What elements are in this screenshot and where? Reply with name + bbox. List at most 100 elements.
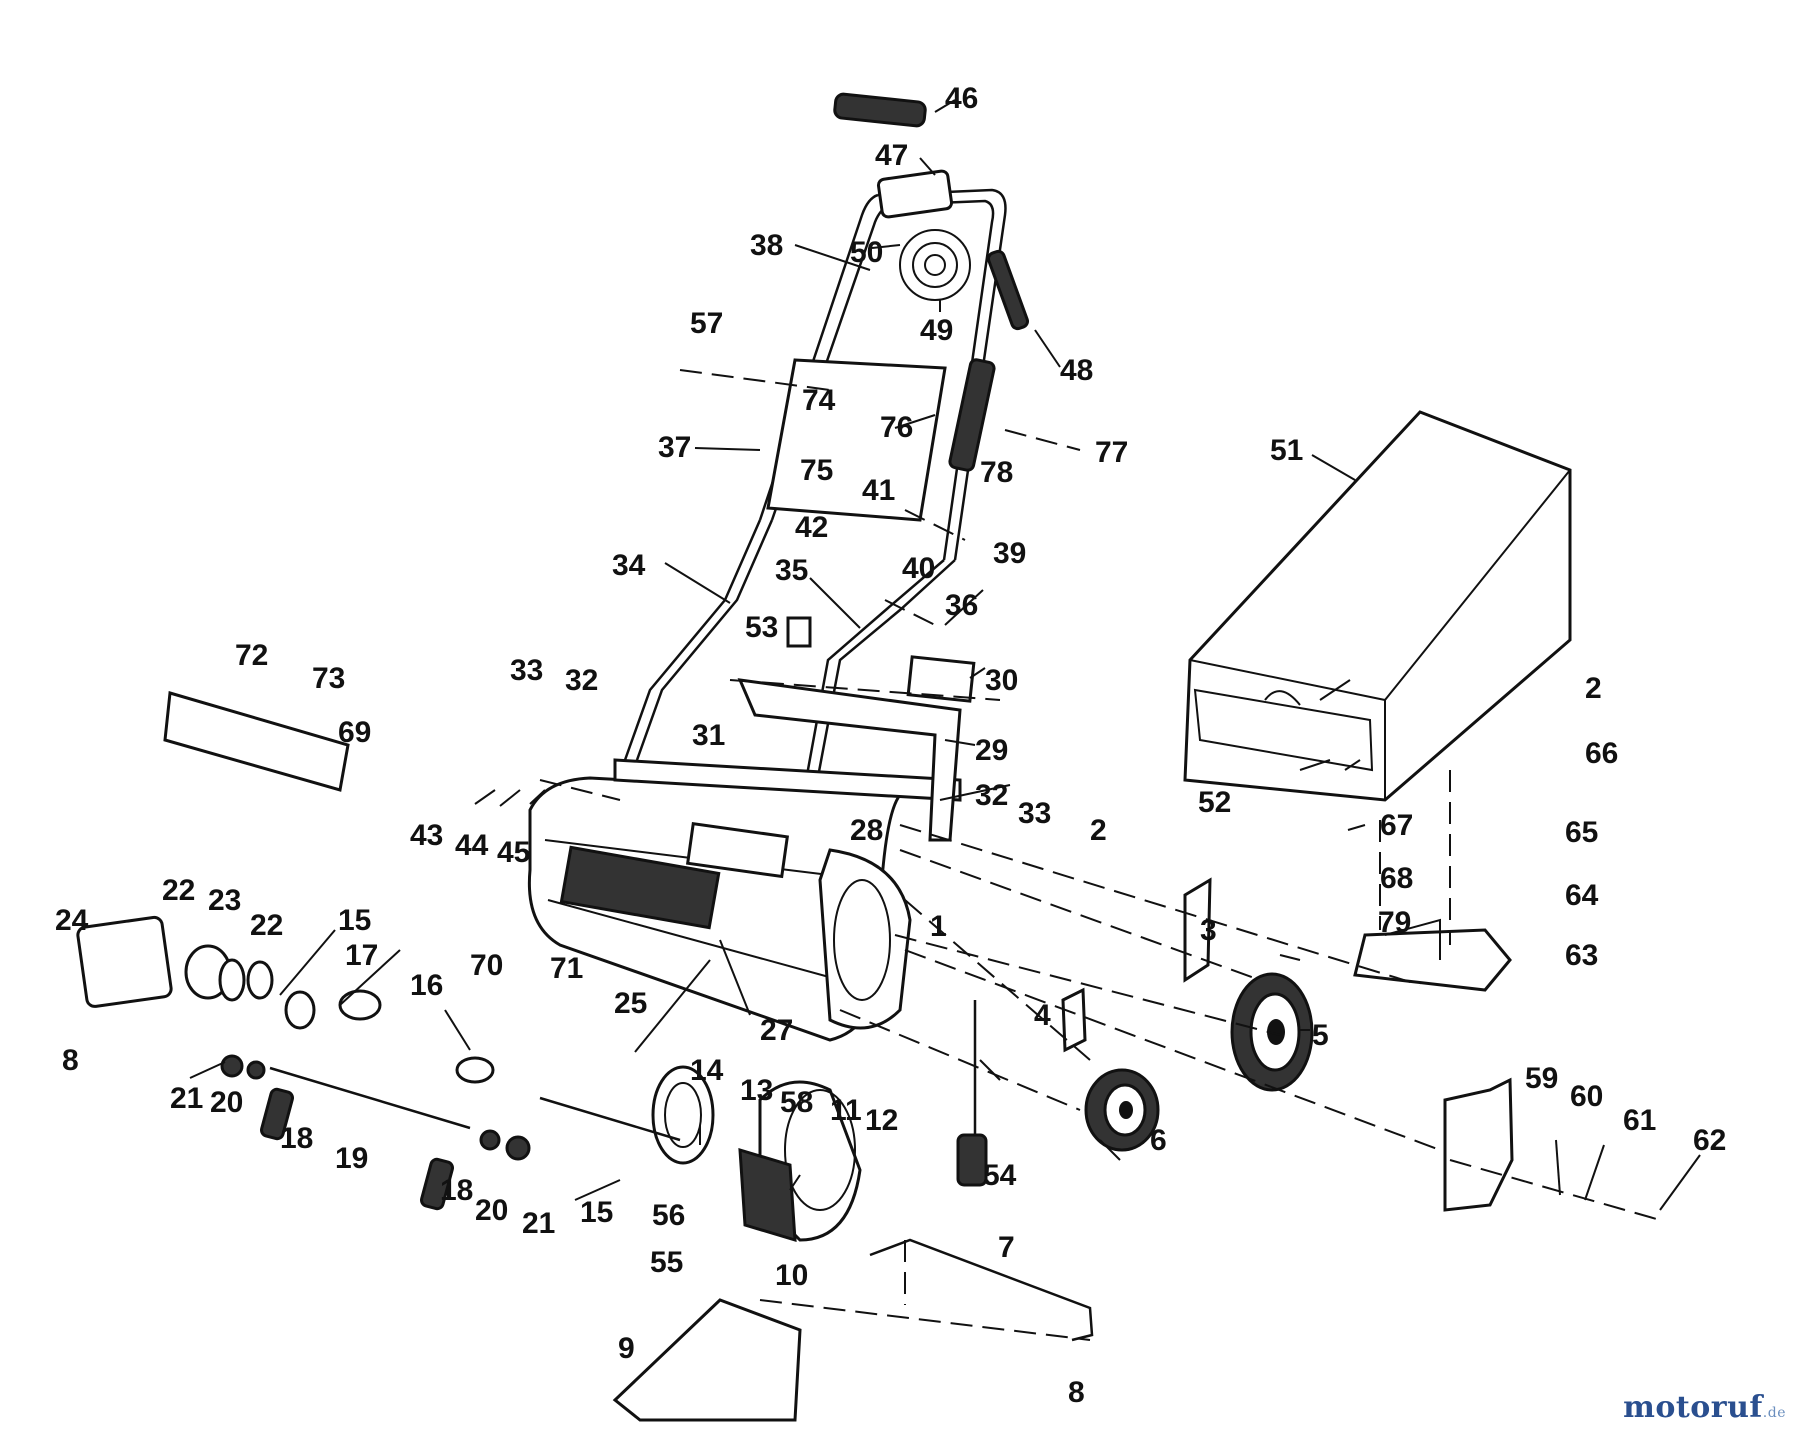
label-32a: 32	[565, 664, 598, 697]
label-3: 3	[1200, 914, 1217, 947]
label-36: 36	[945, 589, 978, 622]
label-25: 25	[614, 987, 647, 1020]
label-13: 13	[740, 1074, 773, 1107]
label-75: 75	[800, 454, 833, 487]
label-54: 54	[983, 1159, 1017, 1192]
label-58: 58	[780, 1086, 813, 1119]
label-2a: 2	[1585, 672, 1602, 705]
label-76: 76	[880, 411, 913, 444]
handle-assembly	[623, 92, 1030, 831]
label-79: 79	[1378, 906, 1411, 939]
label-29: 29	[975, 734, 1008, 767]
label-40: 40	[902, 552, 935, 585]
label-73: 73	[312, 662, 345, 695]
watermark: motoruf.de	[1623, 1390, 1786, 1425]
label-34: 34	[612, 549, 646, 582]
label-62: 62	[1693, 1124, 1726, 1157]
label-10: 10	[775, 1259, 808, 1292]
label-38: 38	[750, 229, 783, 262]
label-27: 27	[760, 1014, 793, 1047]
label-7: 7	[998, 1231, 1015, 1264]
label-1: 1	[930, 910, 947, 943]
label-50: 50	[850, 236, 883, 269]
label-65: 65	[1565, 816, 1598, 849]
part-number-labels: 1 2 2 3 4 5 6 7 8 8 9 10 11 12 13 14 15 …	[55, 82, 1726, 1409]
label-8a: 8	[62, 1044, 79, 1077]
label-30: 30	[985, 664, 1018, 697]
label-61: 61	[1623, 1104, 1656, 1137]
label-32b: 32	[975, 779, 1008, 812]
label-2b: 2	[1090, 814, 1107, 847]
label-66: 66	[1585, 737, 1618, 770]
label-31: 31	[692, 719, 725, 752]
label-43: 43	[410, 819, 443, 852]
label-74: 74	[802, 384, 836, 417]
assembly-lines	[539, 369, 1661, 1341]
label-47: 47	[875, 139, 908, 172]
label-60: 60	[1570, 1080, 1603, 1113]
label-18a: 18	[280, 1122, 313, 1155]
label-49: 49	[920, 314, 953, 347]
label-24: 24	[55, 904, 89, 937]
label-15b: 15	[580, 1196, 613, 1229]
label-9: 9	[618, 1332, 635, 1365]
label-57: 57	[690, 307, 723, 340]
label-14: 14	[690, 1054, 724, 1087]
label-64: 64	[1565, 879, 1599, 912]
label-33b: 33	[1018, 797, 1051, 830]
label-48: 48	[1060, 354, 1093, 387]
drive-components	[76, 915, 862, 1243]
label-17: 17	[345, 939, 378, 972]
label-23: 23	[208, 884, 241, 917]
label-15a: 15	[338, 904, 371, 937]
deck-housing	[527, 678, 962, 1042]
label-21b: 21	[522, 1207, 555, 1240]
watermark-tld: .de	[1762, 1405, 1786, 1421]
label-67: 67	[1380, 809, 1413, 842]
label-37: 37	[658, 431, 691, 464]
label-19: 19	[335, 1142, 368, 1175]
label-55: 55	[650, 1246, 683, 1279]
label-53: 53	[745, 611, 778, 644]
label-45: 45	[497, 836, 530, 869]
label-78: 78	[980, 456, 1013, 489]
label-51: 51	[1270, 434, 1303, 467]
label-39: 39	[993, 537, 1026, 570]
label-70: 70	[470, 949, 503, 982]
label-11: 11	[830, 1094, 862, 1127]
label-72: 72	[235, 639, 268, 672]
leader-lines	[189, 99, 1701, 1211]
label-35: 35	[775, 554, 808, 587]
label-42: 42	[795, 511, 828, 544]
label-20a: 20	[210, 1086, 243, 1119]
label-21a: 21	[170, 1082, 203, 1115]
label-52: 52	[1198, 786, 1231, 819]
label-71: 71	[550, 952, 583, 985]
label-77: 77	[1095, 436, 1128, 469]
label-68: 68	[1380, 862, 1413, 895]
label-33a: 33	[510, 654, 543, 687]
label-16: 16	[410, 969, 443, 1002]
label-63: 63	[1565, 939, 1598, 972]
label-4: 4	[1034, 999, 1051, 1032]
label-6: 6	[1150, 1124, 1167, 1157]
label-22a: 22	[162, 874, 195, 907]
label-44: 44	[455, 829, 489, 862]
label-56: 56	[652, 1199, 685, 1232]
label-8b: 8	[1068, 1376, 1085, 1409]
label-5: 5	[1312, 1019, 1329, 1052]
wheels	[1084, 972, 1314, 1152]
label-46: 46	[945, 82, 978, 115]
label-69: 69	[338, 716, 371, 749]
label-12: 12	[865, 1104, 898, 1137]
label-18b: 18	[440, 1174, 473, 1207]
watermark-main: motoruf	[1623, 1390, 1763, 1425]
label-28: 28	[850, 814, 883, 847]
lever-and-flap	[163, 616, 1514, 1422]
label-20b: 20	[475, 1194, 508, 1227]
grass-bag	[1183, 410, 1572, 802]
label-41: 41	[862, 474, 895, 507]
label-59: 59	[1525, 1062, 1558, 1095]
label-22b: 22	[250, 909, 283, 942]
